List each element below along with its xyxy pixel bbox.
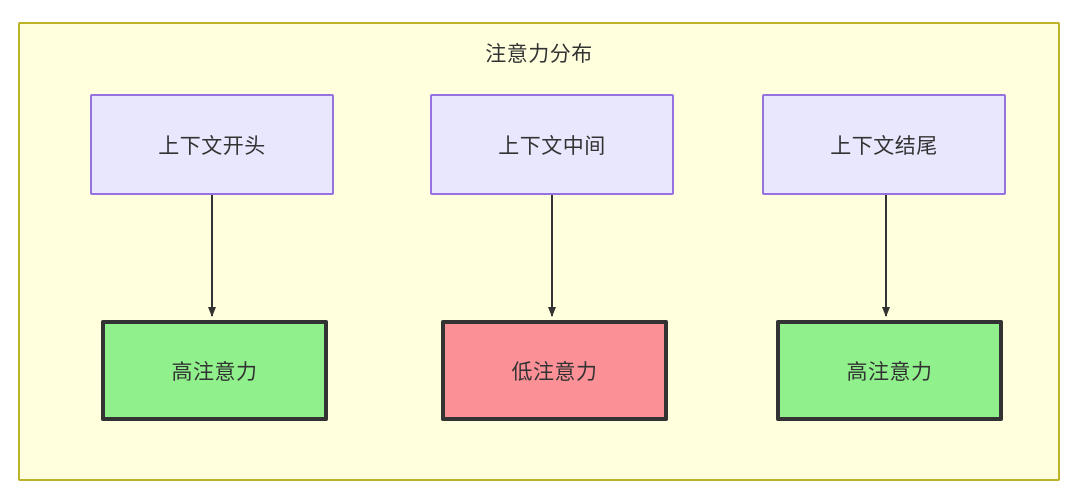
node-attention-end[interactable]: 高注意力 bbox=[776, 320, 1003, 421]
node-attention-middle[interactable]: 低注意力 bbox=[441, 320, 668, 421]
node-label: 上下文开头 bbox=[158, 134, 266, 158]
node-attention-start[interactable]: 高注意力 bbox=[101, 320, 328, 421]
node-label: 上下文结尾 bbox=[830, 134, 938, 158]
node-context-end[interactable]: 上下文结尾 bbox=[762, 94, 1006, 195]
node-label: 高注意力 bbox=[846, 360, 933, 384]
node-label: 低注意力 bbox=[511, 360, 598, 384]
node-label: 高注意力 bbox=[171, 360, 258, 384]
node-context-middle[interactable]: 上下文中间 bbox=[430, 94, 674, 195]
attention-distribution-subgraph: 注意力分布 上下文开头 上下文中间 上下文结尾 高注意力 bbox=[18, 22, 1060, 481]
node-label: 上下文中间 bbox=[498, 134, 606, 158]
node-context-start[interactable]: 上下文开头 bbox=[90, 94, 334, 195]
subgraph-title: 注意力分布 bbox=[485, 43, 593, 66]
